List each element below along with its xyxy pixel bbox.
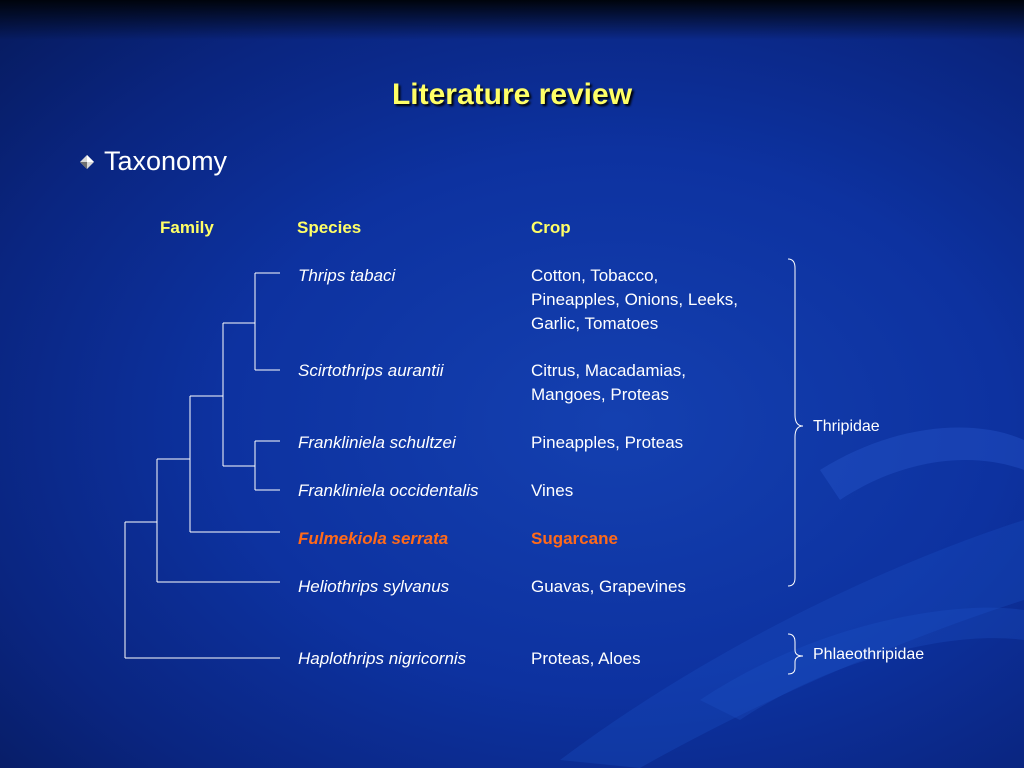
bullet-item: Taxonomy (80, 146, 227, 177)
header-crop: Crop (531, 218, 571, 237)
thripidae-brace (787, 258, 804, 587)
crop-list-highlighted: Sugarcane (531, 527, 618, 551)
header-species: Species (297, 218, 362, 237)
top-shadow-band (0, 0, 1024, 40)
species-name: Heliothrips sylvanus (298, 577, 450, 596)
species-name: Haplothrips nigricornis (298, 649, 467, 668)
crop-line: Guavas, Grapevines (531, 577, 686, 596)
crop-line: Cotton, Tobacco, (531, 266, 659, 285)
crop-line: Sugarcane (531, 529, 618, 548)
crop-line: Citrus, Macadamias, (531, 361, 686, 380)
species-name: Thrips tabaci (298, 266, 396, 285)
species-name: Frankliniela schultzei (298, 433, 456, 452)
family-label-thripidae: Thripidae (813, 418, 880, 435)
crop-line: Mangoes, Proteas (531, 385, 669, 404)
species-name-highlighted: Fulmekiola serrata (298, 529, 449, 548)
crop-line: Vines (531, 481, 574, 500)
species-name: Frankliniela occidentalis (298, 481, 479, 500)
family-label-phlaeothripidae: Phlaeothripidae (813, 646, 925, 663)
header-family: Family (160, 218, 214, 237)
crop-line: Garlic, Tomatoes (531, 314, 659, 333)
crop-list: Pineapples, Proteas (531, 431, 683, 455)
phlaeothripidae-brace (787, 633, 804, 675)
species-name: Scirtothrips aurantii (298, 361, 444, 380)
diamond-bullet-icon (80, 154, 94, 169)
crop-list: Cotton, Tobacco, Pineapples, Onions, Lee… (531, 264, 738, 336)
crop-list: Guavas, Grapevines (531, 575, 686, 599)
crop-list: Proteas, Aloes (531, 647, 641, 671)
bullet-text: Taxonomy (104, 146, 228, 176)
crop-line: Pineapples, Proteas (531, 433, 684, 452)
slide-title: Literature review (391, 78, 633, 111)
crop-line: Proteas, Aloes (531, 649, 641, 668)
crop-list: Citrus, Macadamias, Mangoes, Proteas (531, 359, 686, 407)
crop-list: Vines (531, 479, 573, 503)
crop-line: Pineapples, Onions, Leeks, (531, 290, 738, 309)
